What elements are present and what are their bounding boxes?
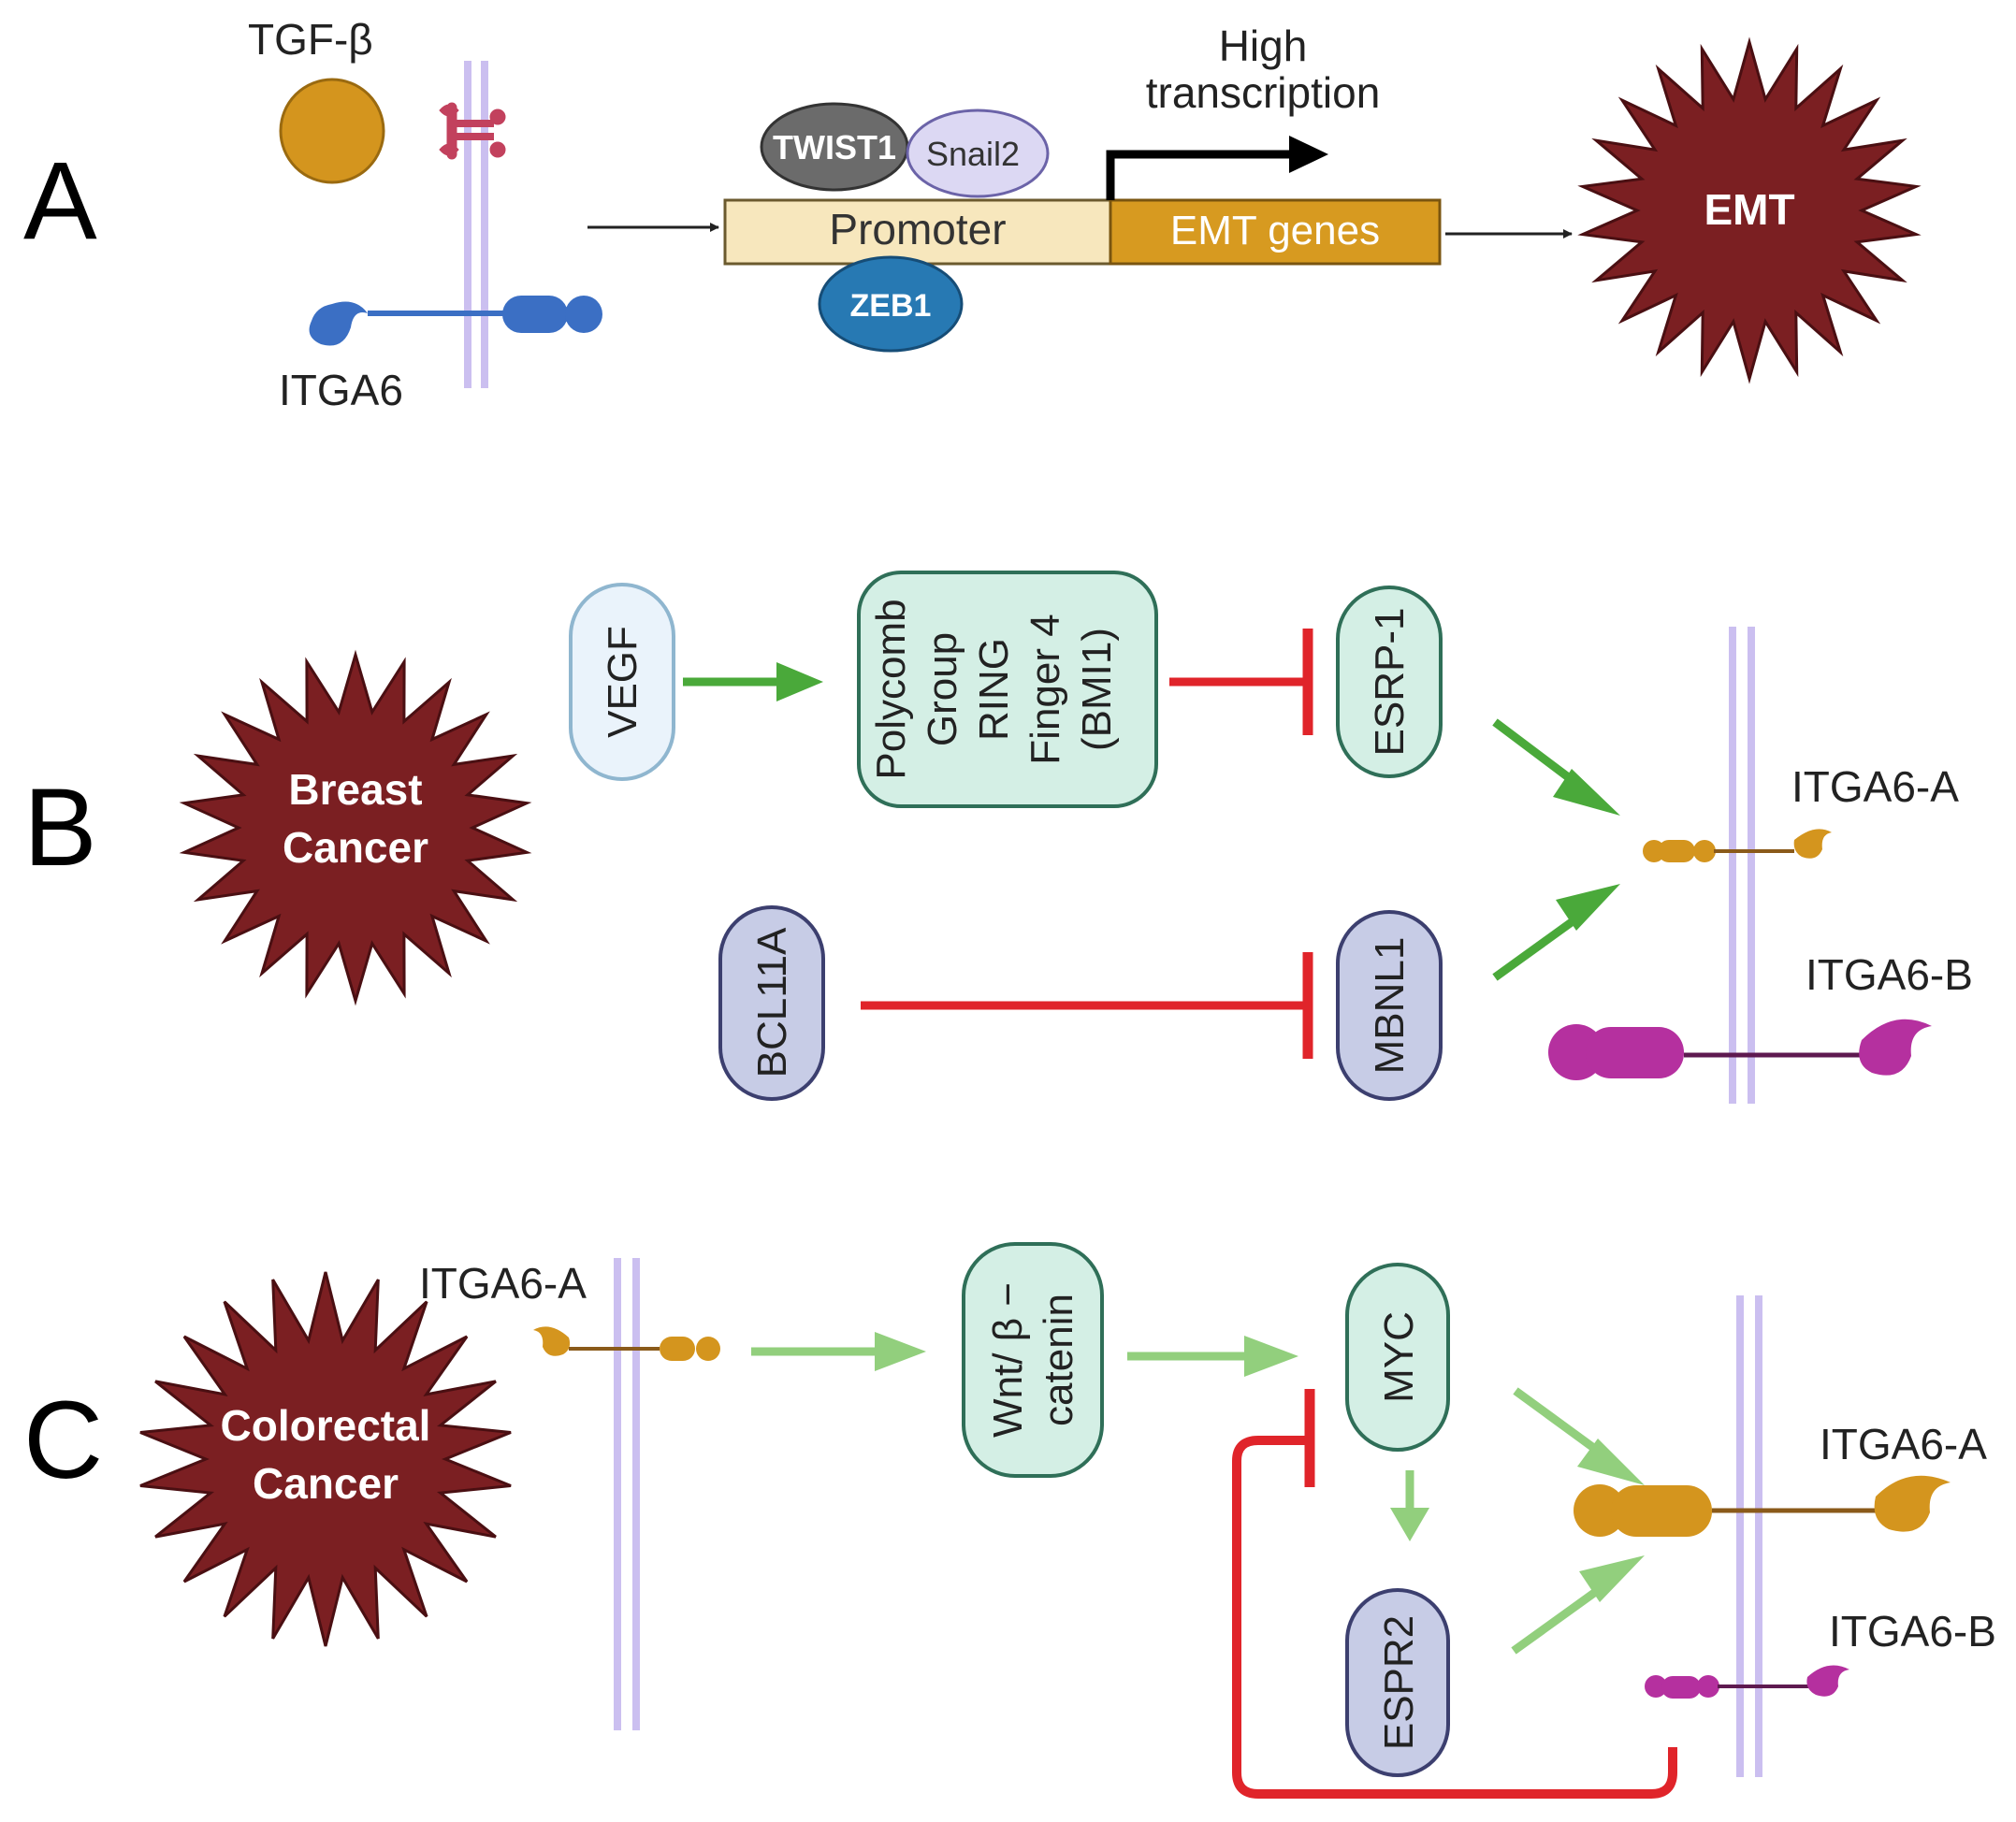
bmi1-line-3: RING	[971, 638, 1017, 741]
itga6-label: ITGA6	[279, 366, 403, 414]
emt-label: EMT	[1704, 185, 1794, 234]
panel-a-letter: A	[23, 139, 97, 263]
bcl11a-node	[718, 905, 825, 1101]
transcription-arrowhead	[1289, 136, 1328, 173]
arrowhead-myc-to-espr2	[1390, 1508, 1429, 1541]
emt-star	[1577, 36, 1922, 384]
panel-c-letter: C	[23, 1379, 103, 1502]
breast-cancer-line2: Cancer	[283, 823, 428, 872]
emt-genes-label: EMT genes	[1170, 208, 1380, 253]
zeb1-label: ZEB1	[850, 288, 932, 324]
panel-c: C Colorectal Cancer ITGA6-A Wnt/ β − cat…	[23, 1242, 1996, 1799]
arrowhead-wnt-to-myc	[1244, 1336, 1298, 1377]
tgf-beta-receptor-icon	[439, 102, 506, 160]
itga6b-label-c-right: ITGA6-B	[1829, 1607, 1996, 1656]
itga6a-label-b: ITGA6-A	[1791, 762, 1959, 811]
high-transcription-line2: transcription	[1146, 68, 1381, 117]
itga6a-right-icon	[1574, 1475, 1951, 1537]
bmi1-line-2: Group	[920, 632, 965, 746]
arrow-espr2-to-itga6a	[1511, 1580, 1610, 1655]
itga6a-label-c-left: ITGA6-A	[419, 1259, 587, 1308]
vegf-node	[569, 583, 675, 781]
itga6b-right-icon	[1645, 1665, 1849, 1699]
colorectal-cancer-line2: Cancer	[253, 1459, 399, 1508]
myc-node	[1345, 1263, 1450, 1452]
esrp1-label: ESRP-1	[1367, 608, 1413, 757]
itga6-receptor-icon	[309, 296, 602, 346]
arrowhead-mbnl1-to-itga6	[1556, 884, 1620, 931]
membrane-c-right	[1736, 1295, 1762, 1777]
esrp1-node	[1336, 586, 1443, 778]
arrowhead-espr2-to-itga6a	[1579, 1555, 1645, 1602]
membrane-b	[1729, 627, 1755, 1104]
itga6a-left-icon	[533, 1326, 720, 1361]
arrow-mbnl1-to-itga6	[1492, 908, 1588, 981]
arrowhead-esrp1-to-itga6	[1553, 769, 1620, 816]
breast-cancer-line1: Breast	[288, 765, 422, 814]
feedback-inhibition-line	[1232, 1436, 1677, 1799]
espr2-label: ESPR2	[1376, 1615, 1422, 1750]
myc-label: MYC	[1376, 1311, 1422, 1403]
arrowhead-vegf-to-bmi1	[776, 662, 823, 701]
panel-b: B Breast Cancer VEGF Polycomb Group RING…	[23, 571, 1973, 1104]
snail2-factor	[906, 108, 1050, 198]
panel-b-letter: B	[23, 766, 97, 889]
bmi1-line-4: Finger 4	[1023, 614, 1068, 764]
zeb1-factor	[818, 255, 964, 353]
itga6b-icon	[1548, 1019, 1932, 1080]
bmi1-label-group: Polycomb Group RING Finger 4 (BMI1)	[868, 599, 1120, 779]
wnt-line-2: catenin	[1036, 1294, 1081, 1426]
tgf-beta-ligand	[279, 78, 385, 184]
tgf-beta-label: TGF-β	[248, 15, 373, 64]
promoter-label: Promoter	[829, 205, 1006, 253]
itga6a-label-c-right: ITGA6-A	[1820, 1420, 1987, 1468]
arrowhead-myc-to-itga6a	[1577, 1439, 1645, 1485]
bmi1-line-5: (BMI1)	[1074, 628, 1120, 751]
wnt-line-1: Wnt/ β −	[985, 1282, 1031, 1438]
mbnl1-label: MBNL1	[1367, 937, 1413, 1075]
bcl11a-label: BCL11A	[749, 927, 795, 1077]
wnt-label-group: Wnt/ β − catenin	[985, 1282, 1081, 1438]
vegf-label: VEGF	[600, 626, 645, 738]
snail2-label: Snail2	[926, 135, 1020, 173]
membrane-a	[464, 61, 488, 388]
bmi1-node	[857, 571, 1158, 808]
twist1-label: TWIST1	[773, 128, 896, 166]
itga6b-label-b: ITGA6-B	[1806, 950, 1973, 999]
espr2-node	[1345, 1588, 1450, 1777]
mbnl1-node	[1336, 910, 1443, 1101]
emt-genes-box	[1109, 198, 1442, 266]
panel-a: A TGF-β ITGA6 TWIST1	[23, 15, 1922, 414]
itga6a-small-icon	[1643, 829, 1832, 862]
breast-cancer-star	[179, 649, 532, 1006]
high-transcription-line1: High	[1219, 22, 1308, 70]
arrowhead-itga6a-to-wnt	[875, 1332, 926, 1371]
wnt-node	[962, 1242, 1104, 1478]
colorectal-cancer-star	[139, 1271, 512, 1647]
colorectal-cancer-line1: Colorectal	[221, 1401, 431, 1450]
membrane-c-left	[614, 1258, 640, 1730]
bmi1-line-1: Polycomb	[868, 599, 914, 779]
transcription-start-arrow	[1106, 150, 1296, 200]
